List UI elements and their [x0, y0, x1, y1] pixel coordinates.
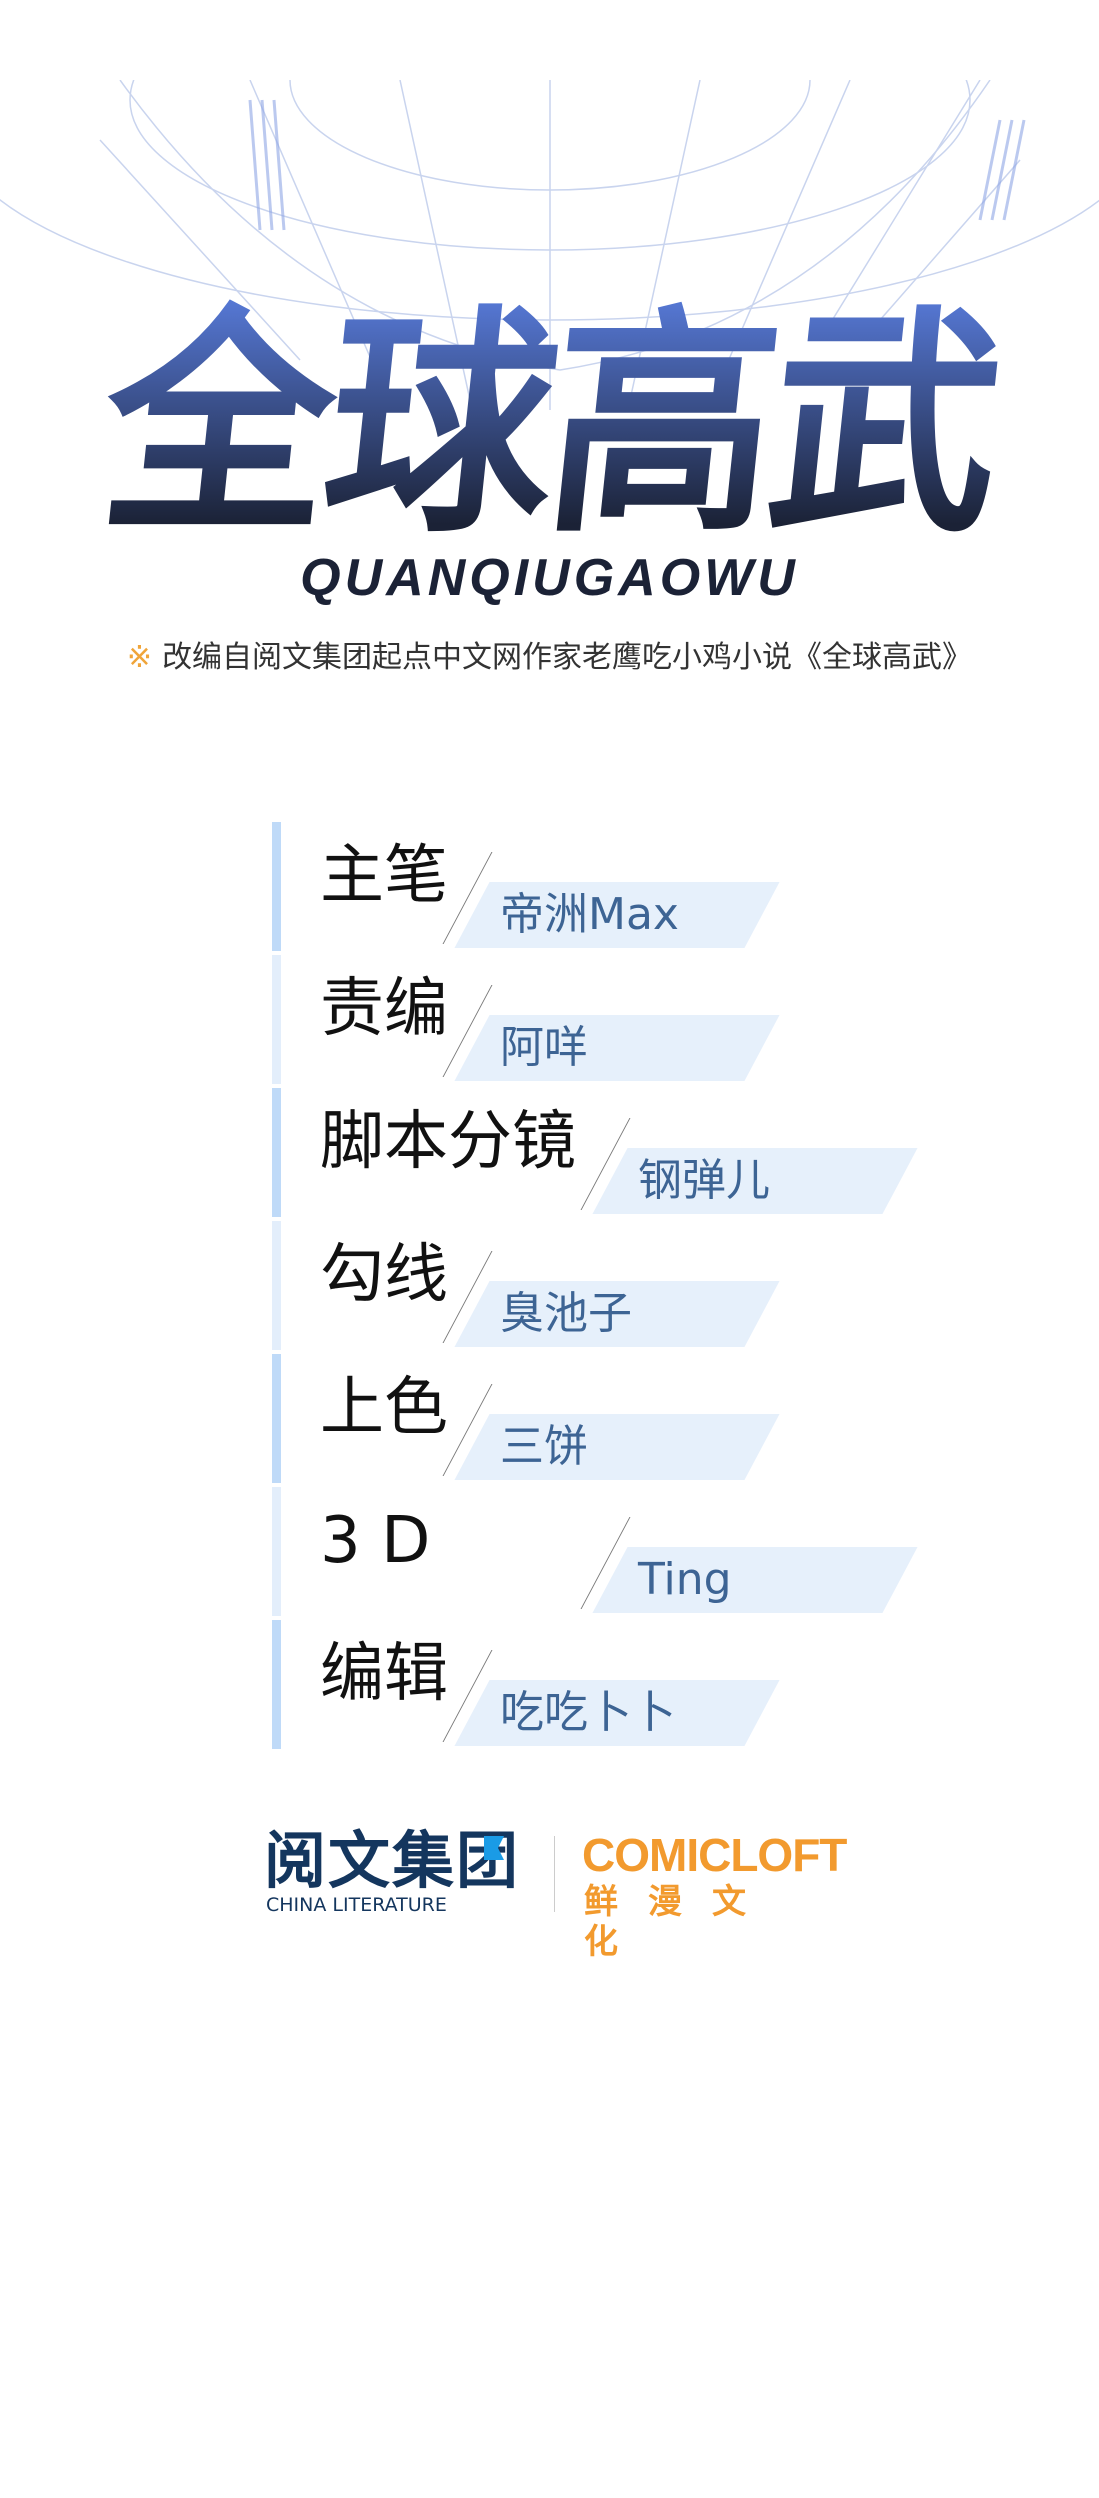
credit-role: 编辑 [320, 1637, 448, 1711]
credit-row: 3 D Ting [272, 1487, 972, 1620]
note-mark-icon: ※ [126, 640, 153, 675]
credit-name: 吃吃卜卜 [500, 1687, 676, 1738]
title-pinyin: QUANQIUGAOWU [300, 549, 799, 607]
credits-list: 主笔 帝洲Max 责编 阿咩 脚本分镜 钢弹儿 勾线 臭池子 上色 三饼 3 D… [272, 822, 972, 1753]
credit-row: 脚本分镜 钢弹儿 [272, 1088, 972, 1221]
china-literature-en: CHINA LITERATURE [266, 1894, 447, 1916]
credit-row: 勾线 臭池子 [272, 1221, 972, 1354]
row-accent-bar [272, 1354, 281, 1483]
globe-grid-decoration [0, 80, 1099, 410]
credit-name: 钢弹儿 [638, 1155, 770, 1206]
comicloft-cn: 鲜漫文化 [584, 1882, 776, 1962]
credit-role: 勾线 [320, 1238, 448, 1312]
adaptation-note: ※ 改编自阅文集团起点中文网作家老鹰吃小鸡小说《全球高武》 [0, 632, 1099, 676]
credit-name: 阿咩 [500, 1022, 588, 1073]
credit-name: 三饼 [500, 1421, 588, 1472]
row-accent-bar [272, 1088, 281, 1217]
credit-name: 帝洲Max [500, 889, 679, 940]
row-accent-bar [272, 1221, 281, 1350]
china-literature-logo: 阅文集团 [264, 1824, 521, 1897]
credit-row: 责编 阿咩 [272, 955, 972, 1088]
credit-role: 主笔 [320, 839, 448, 913]
comic-title-logo: 全球高武 [0, 283, 1099, 567]
comicloft-logo: COMICLOFT [582, 1829, 847, 1881]
credit-role: 脚本分镜 [320, 1105, 576, 1179]
row-accent-bar [272, 1620, 281, 1749]
credit-row: 主笔 帝洲Max [272, 822, 972, 955]
row-accent-bar [272, 822, 281, 951]
row-accent-bar [272, 955, 281, 1084]
adaptation-note-text: 改编自阅文集团起点中文网作家老鹰吃小鸡小说《全球高武》 [162, 640, 973, 675]
credit-row: 上色 三饼 [272, 1354, 972, 1487]
publisher-logos: 阅文集团 CHINA LITERATURE COMICLOFT 鲜漫文化 [264, 1824, 847, 1963]
credit-role: 上色 [320, 1371, 448, 1445]
credit-role: 责编 [320, 972, 448, 1046]
row-accent-bar [272, 1487, 281, 1616]
credit-name: 臭池子 [500, 1288, 632, 1339]
logo-divider [554, 1836, 555, 1912]
credit-row: 编辑 吃吃卜卜 [272, 1620, 972, 1753]
flag-icon [484, 1836, 504, 1860]
credit-role: 3 D [320, 1504, 431, 1578]
credit-name: Ting [638, 1554, 732, 1605]
